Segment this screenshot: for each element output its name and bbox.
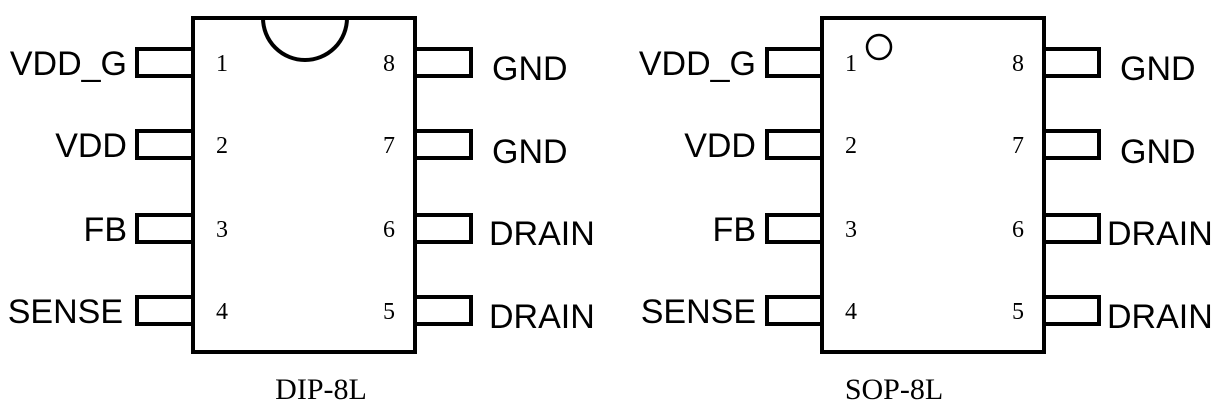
sop-8l-pin-lead-1 xyxy=(765,47,824,78)
dip-8l-notch-icon xyxy=(261,17,349,62)
sop-8l-pin-label-5: DRAIN xyxy=(1107,298,1213,336)
sop-8l-package-name: SOP-8L xyxy=(845,373,943,406)
dip-8l-pin-label-2: VDD xyxy=(55,127,127,165)
sop-8l-pin-lead-6 xyxy=(1042,213,1101,244)
sop-8l-dot-icon xyxy=(865,33,893,61)
dip-8l-pin-label-3: FB xyxy=(84,211,127,249)
dip-8l-body xyxy=(191,16,417,354)
sop-8l-pin-label-2: VDD xyxy=(684,127,756,165)
dip-8l-pin-label-5: DRAIN xyxy=(489,298,595,336)
dip-8l-pin-number-5: 5 xyxy=(383,299,395,325)
dip-8l-package: VDD_G VDD FB SENSE 1 2 3 4 8 7 6 5 GND G… xyxy=(8,16,595,406)
dip-8l-pin-number-6: 6 xyxy=(383,217,395,243)
dip-8l-pin-number-3: 3 xyxy=(216,217,228,243)
dip-8l-pin-lead-4 xyxy=(135,295,195,326)
sop-8l-pin-lead-2 xyxy=(765,129,824,160)
dip-8l-pin-number-1: 1 xyxy=(216,51,228,77)
dip-8l-pin-lead-3 xyxy=(135,213,195,244)
sop-8l-pin-label-7: GND xyxy=(1120,133,1196,171)
dip-8l-pin-lead-8 xyxy=(413,47,473,78)
dip-8l-pin-lead-7 xyxy=(413,129,473,160)
sop-8l-pin-number-8: 8 xyxy=(1012,51,1024,77)
sop-8l-pin-number-1: 1 xyxy=(845,51,857,77)
sop-8l-pin-label-6: DRAIN xyxy=(1107,215,1213,253)
sop-8l-pin-label-1: VDD_G xyxy=(639,45,756,83)
sop-8l-package: VDD_G VDD FB SENSE 1 2 3 4 8 7 6 5 GND G… xyxy=(639,16,1213,406)
dip-8l-pin-label-6: DRAIN xyxy=(489,215,595,253)
sop-8l-pin-number-7: 7 xyxy=(1012,133,1024,159)
sop-8l-pin-number-6: 6 xyxy=(1012,217,1024,243)
sop-8l-pin-label-3: FB xyxy=(713,211,756,249)
dip-8l-pin-lead-2 xyxy=(135,129,195,160)
sop-8l-pin-number-4: 4 xyxy=(845,299,857,325)
dip-8l-pin-number-8: 8 xyxy=(383,51,395,77)
dip-8l-pin-number-7: 7 xyxy=(383,133,395,159)
sop-8l-pin-label-4: SENSE xyxy=(641,293,756,331)
sop-8l-pin-label-8: GND xyxy=(1120,50,1196,88)
sop-8l-pin-lead-8 xyxy=(1042,47,1101,78)
dip-8l-pin-label-1: VDD_G xyxy=(10,45,127,83)
dip-8l-package-name: DIP-8L xyxy=(275,373,367,406)
dip-8l-pin-label-8: GND xyxy=(492,50,568,88)
sop-8l-body xyxy=(820,16,1046,354)
sop-8l-pin-lead-7 xyxy=(1042,129,1101,160)
dip-8l-pin-label-4: SENSE xyxy=(8,293,123,331)
dip-8l-pin-number-2: 2 xyxy=(216,133,228,159)
dip-8l-pin-number-4: 4 xyxy=(216,299,228,325)
sop-8l-pin-number-2: 2 xyxy=(845,133,857,159)
dip-8l-pin-lead-5 xyxy=(413,295,473,326)
dip-8l-pin-lead-6 xyxy=(413,213,473,244)
sop-8l-pin-lead-3 xyxy=(765,213,824,244)
sop-8l-pin-number-5: 5 xyxy=(1012,299,1024,325)
sop-8l-pin-lead-5 xyxy=(1042,295,1101,326)
dip-8l-pin-label-7: GND xyxy=(492,133,568,171)
sop-8l-pin-lead-4 xyxy=(765,295,824,326)
dip-8l-pin-lead-1 xyxy=(135,47,195,78)
sop-8l-pin-number-3: 3 xyxy=(845,217,857,243)
